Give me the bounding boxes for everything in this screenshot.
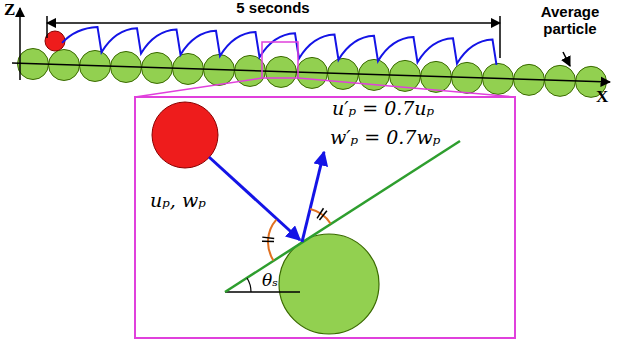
bracket-tick	[46, 16, 48, 38]
velocity-label: w′ₚ = 0.7wₚ	[330, 127, 440, 148]
z-axis	[19, 8, 21, 80]
zoom-box	[262, 42, 298, 78]
equal-tick	[262, 237, 274, 238]
horizontal-reference	[225, 291, 300, 293]
bracket-tick	[499, 16, 501, 58]
equal-tick	[262, 241, 274, 243]
zoom-line	[135, 78, 262, 97]
equal-angle-marks	[262, 208, 331, 260]
trajectory	[62, 27, 497, 65]
duration-label: 5 seconds	[233, 0, 312, 17]
angle-arc	[310, 209, 330, 223]
tangent-line	[225, 141, 460, 292]
angle-label: θₛ	[262, 271, 278, 290]
saltating-particle	[45, 31, 65, 51]
velocity-label: u′ₚ = 0.7uₚ	[332, 98, 434, 119]
inset-frame	[135, 97, 515, 338]
velocity-label: uₚ, wₚ	[150, 190, 206, 211]
axis-label: Z	[4, 1, 15, 20]
outgoing-velocity	[302, 152, 324, 242]
equal-tick	[319, 211, 326, 220]
zoom-line	[298, 78, 515, 97]
slope-angle-arc	[247, 278, 251, 292]
axis-label: X	[596, 88, 608, 107]
callout-label: Average particle	[528, 4, 612, 37]
duration-bracket	[47, 22, 500, 24]
angle-arc	[268, 220, 276, 261]
leader-arrow	[563, 52, 570, 66]
incoming-velocity	[209, 157, 300, 240]
